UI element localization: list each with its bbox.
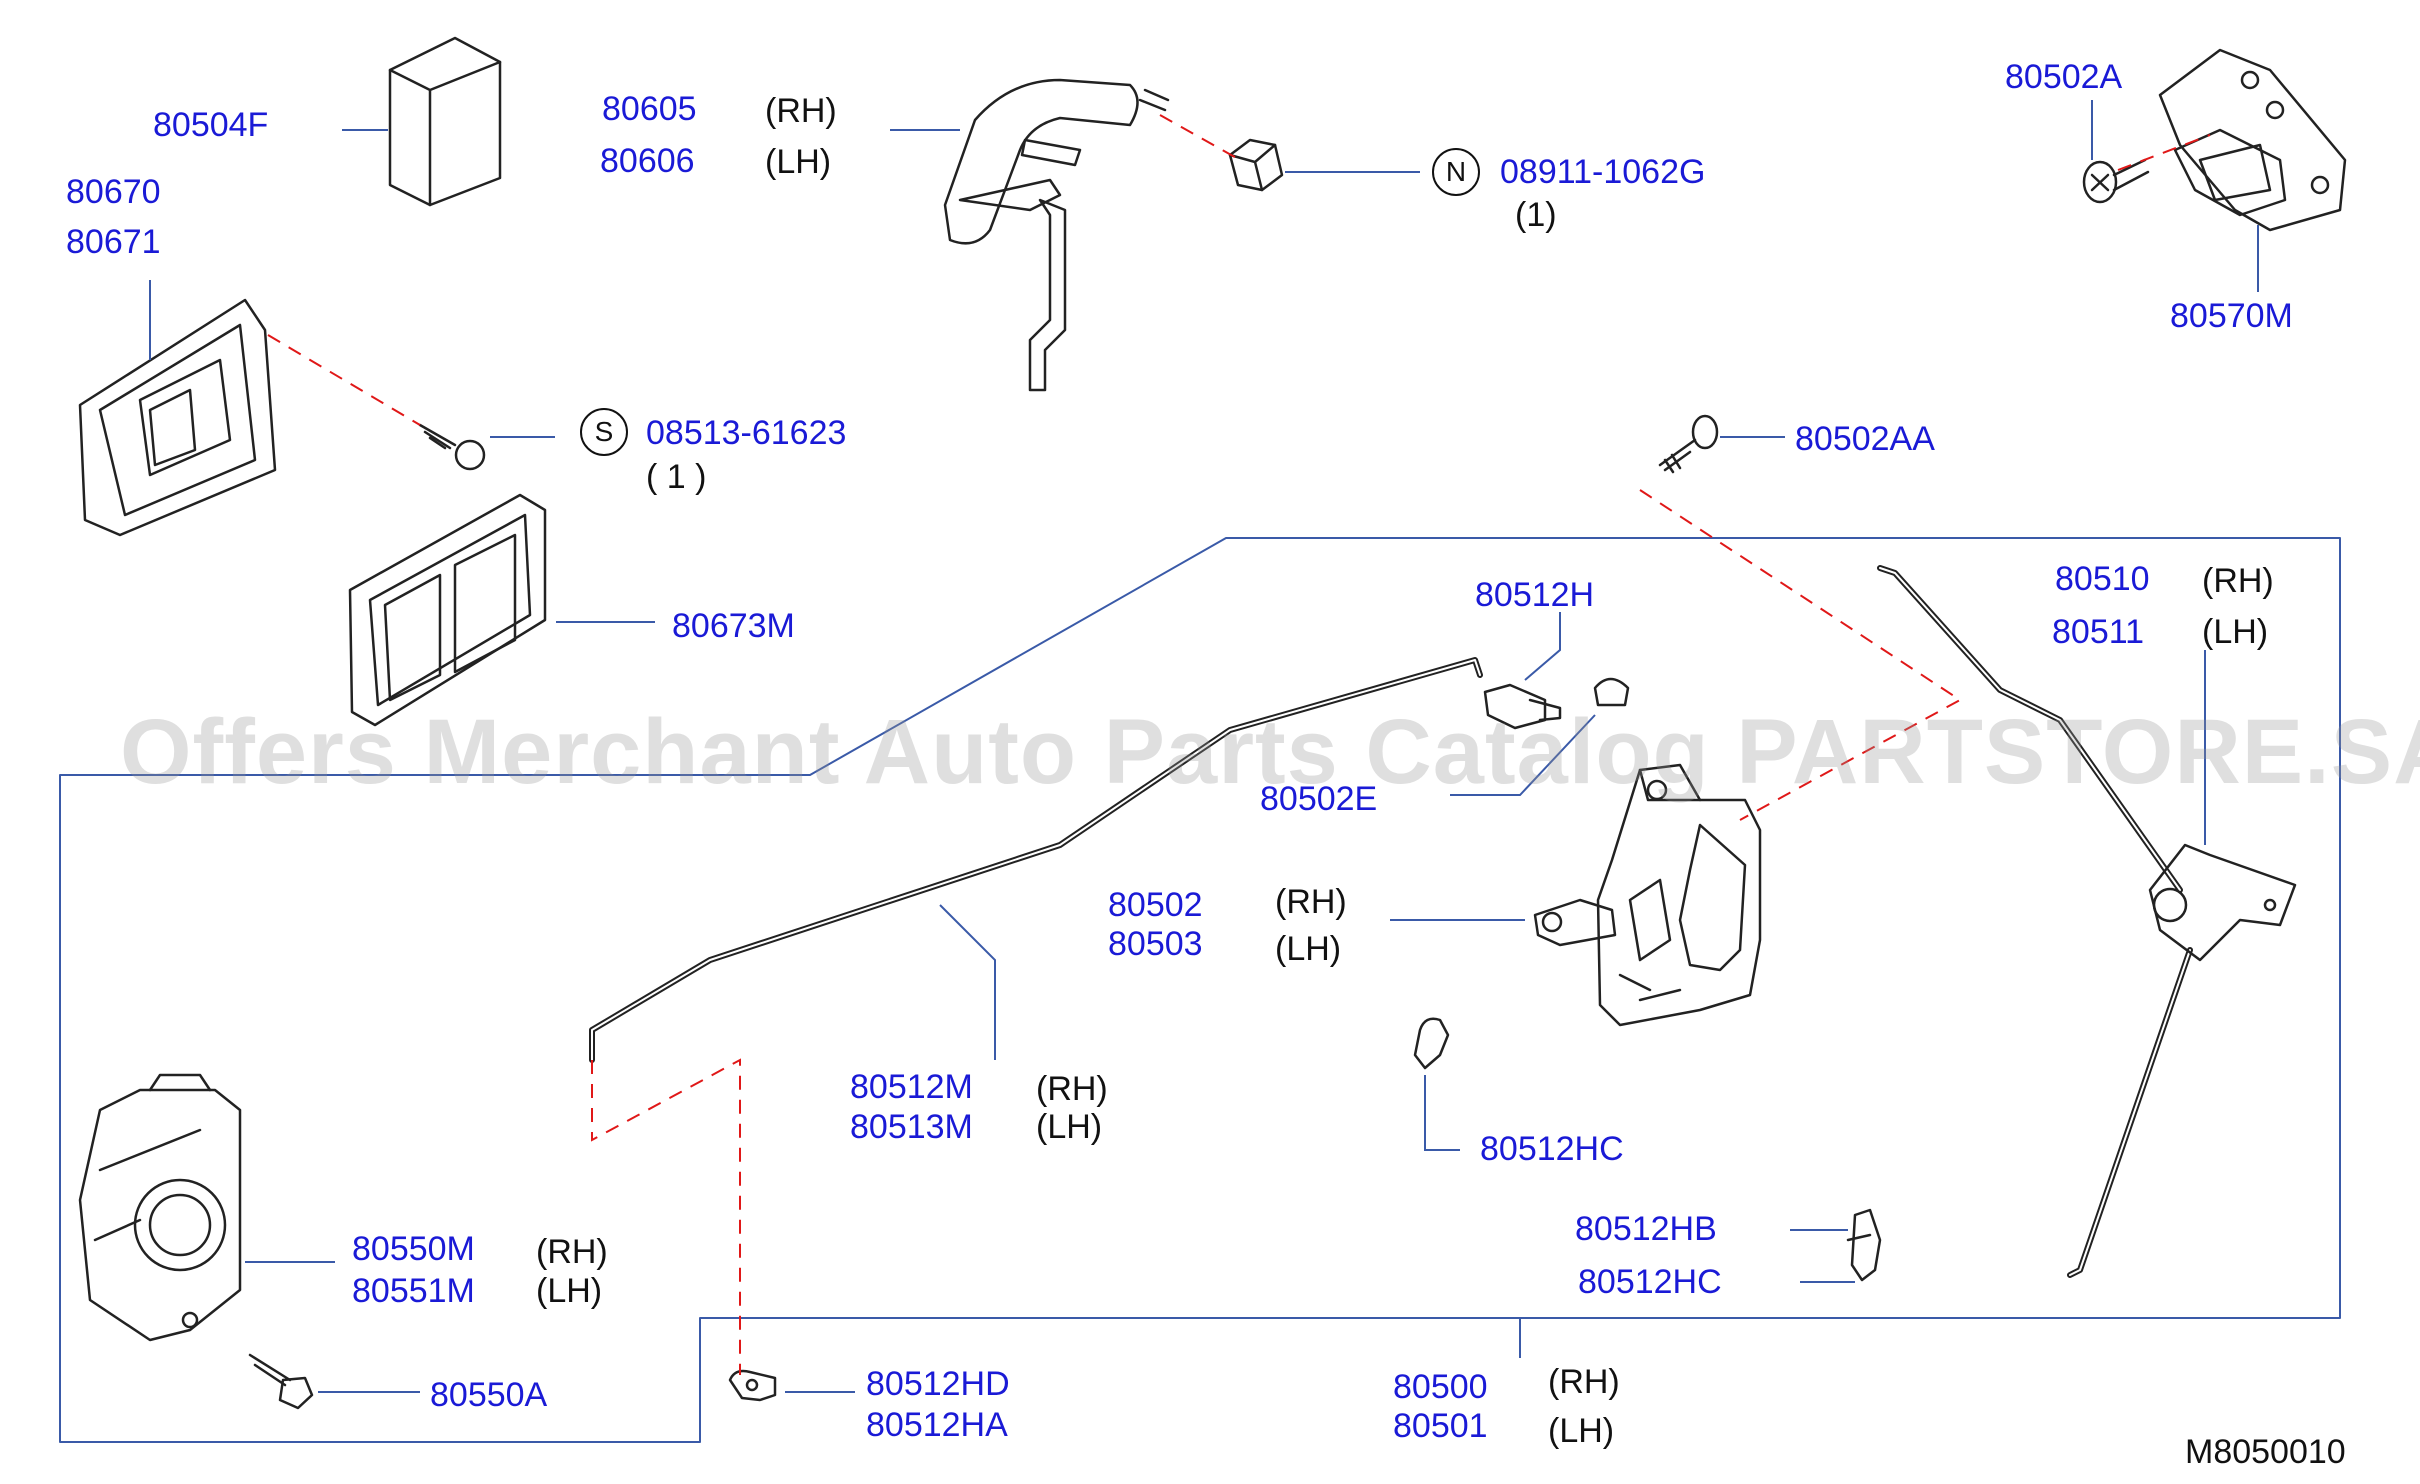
- part-80502-door-lock: [1533, 763, 1762, 1027]
- side-label-rh: (RH): [765, 92, 837, 130]
- part-80504F-block: [388, 36, 502, 207]
- part-label-80501[interactable]: 80501: [1393, 1407, 1488, 1445]
- side-label-rh: (RH): [1548, 1363, 1620, 1401]
- align-line-rod-end: [591, 1058, 741, 1375]
- part-80550M-remote-control: [78, 1073, 242, 1342]
- part-80502AA-screw: [1658, 414, 1719, 474]
- side-label-rh: (RH): [1036, 1070, 1108, 1108]
- side-label-lh: (LH): [1275, 930, 1342, 968]
- part-08513-screw: [418, 423, 486, 471]
- side-label-rh: (RH): [1275, 883, 1347, 921]
- leader-80512M: [939, 904, 996, 1060]
- leader-80512H: [1524, 612, 1561, 681]
- part-label-80551M[interactable]: 80551M: [352, 1272, 475, 1310]
- part-80512HB-clip: [1846, 1208, 1882, 1282]
- align-line-striker: [2117, 134, 2211, 171]
- side-label-lh: (LH): [765, 143, 832, 181]
- part-label-80570M[interactable]: 80570M: [2170, 297, 2293, 335]
- part-label-80605[interactable]: 80605: [602, 90, 697, 128]
- part-label-80503[interactable]: 80503: [1108, 925, 1203, 963]
- part-label-80606[interactable]: 80606: [600, 142, 695, 180]
- side-label-lh: (LH): [536, 1272, 603, 1310]
- part-label-80512H[interactable]: 80512H: [1475, 576, 1595, 614]
- assembly-boundary-line: [59, 537, 2341, 1443]
- part-80605-outside-handle: [943, 78, 1170, 392]
- part-label-80550M[interactable]: 80550M: [352, 1230, 475, 1268]
- part-bellcrank: [2148, 843, 2297, 962]
- part-label-80504F[interactable]: 80504F: [153, 106, 269, 144]
- side-label-lh: (LH): [1548, 1412, 1615, 1450]
- part-label-80502E[interactable]: 80502E: [1260, 780, 1378, 818]
- part-80510-lower-rod: [2067, 947, 2193, 1278]
- part-80502A-screw: [2082, 158, 2150, 204]
- part-label-80512M[interactable]: 80512M: [850, 1068, 973, 1106]
- part-label-80670[interactable]: 80670: [66, 173, 161, 211]
- part-80670-inner-handle: [78, 298, 277, 537]
- part-label-08513-61623[interactable]: 08513-61623: [646, 414, 847, 452]
- symbol-n-badge: N: [1432, 148, 1480, 196]
- part-label-80673M[interactable]: 80673M: [672, 607, 795, 645]
- part-label-80502[interactable]: 80502: [1108, 886, 1203, 924]
- side-label-rh: (RH): [536, 1233, 608, 1271]
- part-label-80513M[interactable]: 80513M: [850, 1108, 973, 1146]
- part-label-80510[interactable]: 80510: [2055, 560, 2150, 598]
- part-label-80512HB[interactable]: 80512HB: [1575, 1210, 1717, 1248]
- side-label-lh: (LH): [2202, 613, 2269, 651]
- part-80550A-bolt: [248, 1353, 314, 1410]
- part-80512HC-clip: [1413, 1017, 1450, 1070]
- leader-80512HC-upper: [1424, 1075, 1460, 1151]
- part-label-80512HA[interactable]: 80512HA: [866, 1406, 1008, 1444]
- leader-80502E: [1450, 714, 1596, 796]
- side-label-rh: (RH): [2202, 562, 2274, 600]
- part-label-80502A[interactable]: 80502A: [2005, 58, 2123, 96]
- side-label-lh: (LH): [1036, 1108, 1103, 1146]
- part-label-80671[interactable]: 80671: [66, 223, 161, 261]
- part-label-08911-1062G[interactable]: 08911-1062G: [1500, 153, 1706, 191]
- part-80512HD-clip: [728, 1369, 777, 1402]
- part-80570M-striker: [2158, 48, 2347, 232]
- align-line-handle-screw: [267, 334, 421, 426]
- part-80502E-bushing: [1593, 677, 1630, 707]
- part-label-80550A[interactable]: 80550A: [430, 1376, 548, 1414]
- diagram-id: M8050010: [2185, 1433, 2346, 1471]
- part-label-80512HC[interactable]: 80512HC: [1480, 1130, 1624, 1168]
- part-08911-nut: [1228, 138, 1284, 192]
- part-label-80511[interactable]: 80511: [2052, 613, 2145, 651]
- quantity-label: ( 1 ): [646, 458, 707, 496]
- part-label-80500[interactable]: 80500: [1393, 1368, 1488, 1406]
- quantity-label: (1): [1515, 196, 1557, 234]
- part-label-80512HC[interactable]: 80512HC: [1578, 1263, 1722, 1301]
- watermark: Offers Merchant Auto Parts Catalog PARTS…: [120, 701, 2420, 803]
- align-line-handle-nut: [1159, 114, 1241, 161]
- part-label-80502AA[interactable]: 80502AA: [1795, 420, 1935, 458]
- symbol-s-badge: S: [580, 408, 628, 456]
- part-label-80512HD[interactable]: 80512HD: [866, 1365, 1010, 1403]
- align-line-lock-screw: [1639, 489, 1962, 821]
- part-80512H-clip: [1483, 683, 1562, 730]
- part-80673M-escutcheon: [348, 493, 547, 727]
